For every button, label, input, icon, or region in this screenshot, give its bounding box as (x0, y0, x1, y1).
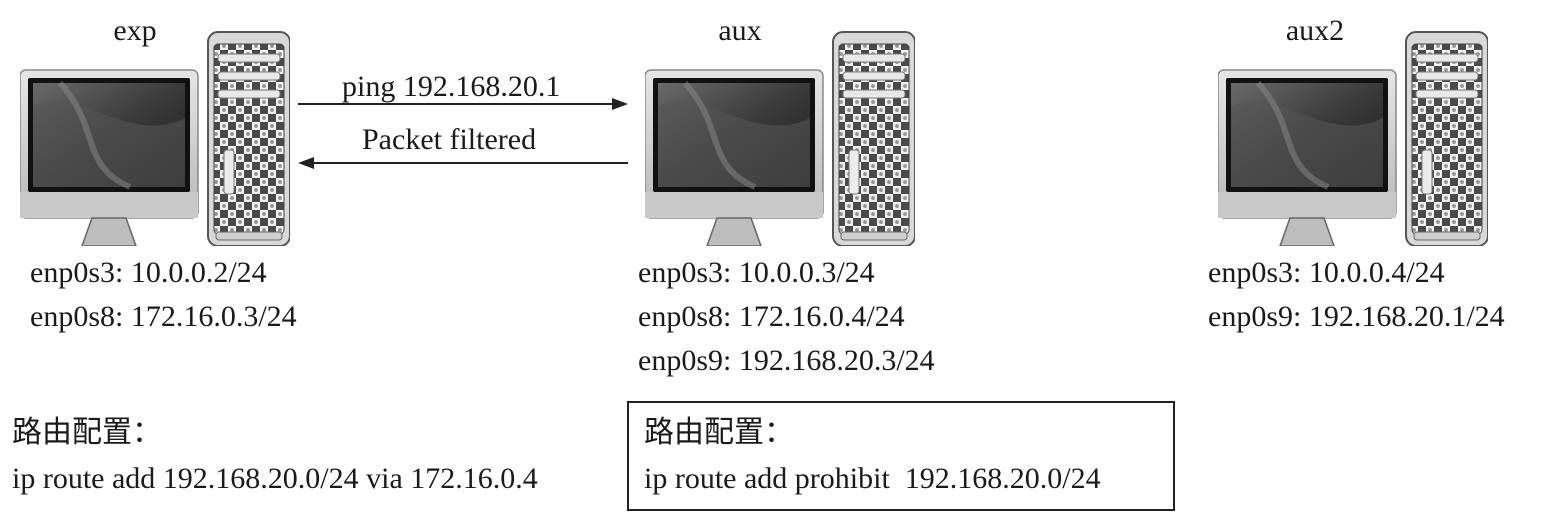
computer-aux2-icon (1218, 26, 1488, 246)
aux-iface-0: enp0s3: 10.0.0.3/24 (638, 256, 875, 289)
aux-iface-2: enp0s9: 192.168.20.3/24 (638, 344, 935, 377)
arrow-left-icon (298, 157, 628, 169)
ping-label: ping 192.168.20.1 (342, 70, 561, 103)
exp-routing-heading: 路由配置： (12, 415, 162, 450)
aux2-iface-1: enp0s9: 192.168.20.1/24 (1208, 300, 1505, 333)
exp-routing-command: ip route add 192.168.20.0/24 via 172.16.… (12, 462, 538, 495)
aux-routing-heading: 路由配置： (644, 415, 794, 450)
filtered-label: Packet filtered (362, 123, 537, 156)
exp-iface-1: enp0s8: 172.16.0.3/24 (30, 300, 297, 333)
computer-exp-icon (20, 26, 290, 246)
exp-iface-0: enp0s3: 10.0.0.2/24 (30, 256, 267, 289)
host-name-exp: exp (113, 14, 157, 47)
aux-iface-1: enp0s8: 172.16.0.4/24 (638, 300, 905, 333)
aux-routing-command: ip route add prohibit 192.168.20.0/24 (644, 462, 1101, 495)
host-name-aux2: aux2 (1285, 14, 1345, 47)
aux2-iface-0: enp0s3: 10.0.0.4/24 (1208, 256, 1445, 289)
aux-routing-box (627, 401, 1175, 511)
computer-aux-icon (645, 26, 915, 246)
host-name-aux: aux (718, 14, 762, 47)
